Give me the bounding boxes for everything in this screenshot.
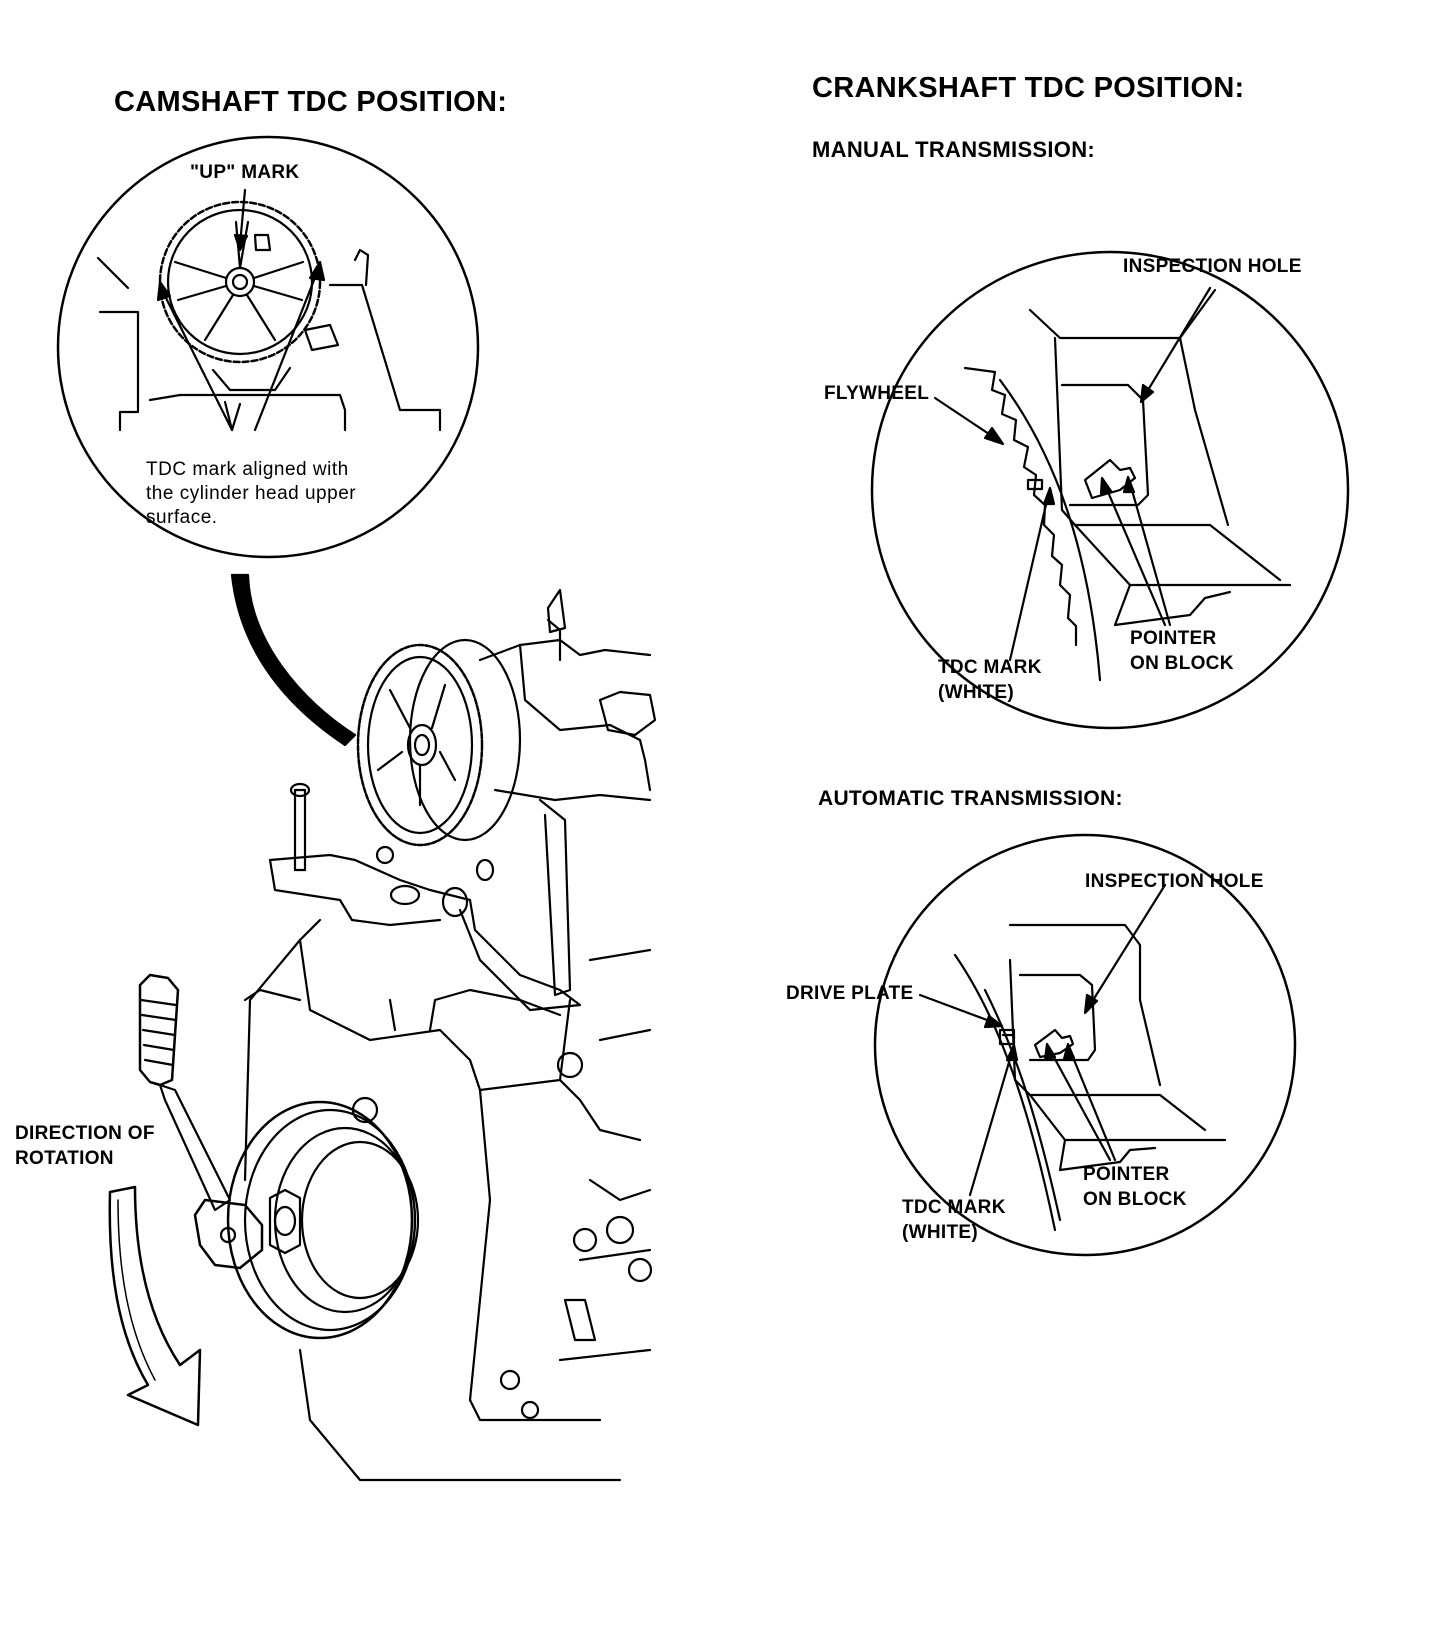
crankshaft-title: CRANKSHAFT TDC POSITION: [812, 72, 1245, 104]
manual-tdc-mark-line2: (WHITE) [938, 682, 1014, 703]
automatic-transmission-title: AUTOMATIC TRANSMISSION: [818, 787, 1123, 810]
automatic-detail-circle [873, 833, 1297, 1257]
tdc-note-line3: surface. [146, 507, 218, 528]
manual-transmission-title: MANUAL TRANSMISSION: [812, 137, 1096, 162]
cam-gear-detail [158, 200, 322, 392]
engine-cam-gear [356, 638, 522, 847]
crank-pulley [226, 1100, 420, 1340]
manual-pointer-line1: POINTER [1130, 628, 1217, 649]
up-mark-label: "UP" MARK [190, 162, 300, 183]
engine-illustration [108, 588, 657, 1482]
automatic-inspection-hole-label: INSPECTION HOLE [1085, 871, 1264, 892]
detail-connector [230, 573, 357, 747]
manual-pointer-line2: ON BLOCK [1130, 653, 1234, 674]
drive-plate-label: DRIVE PLATE [786, 983, 914, 1004]
flywheel-label: FLYWHEEL [824, 383, 930, 404]
automatic-tdc-mark-line2: (WHITE) [902, 1222, 978, 1243]
automatic-tdc-mark-line1: TDC MARK [902, 1197, 1006, 1218]
manual-tdc-mark-line1: TDC MARK [938, 657, 1042, 678]
rotation-arrow [108, 1185, 202, 1427]
automatic-pointer-line2: ON BLOCK [1083, 1189, 1187, 1210]
tdc-note-line1: TDC mark aligned with [146, 459, 349, 480]
camshaft-title: CAMSHAFT TDC POSITION: [114, 86, 508, 118]
manual-inspection-hole-label: INSPECTION HOLE [1123, 256, 1302, 277]
automatic-pointer-line1: POINTER [1083, 1164, 1170, 1185]
tdc-note-line2: the cylinder head upper [146, 483, 357, 504]
manual-detail-circle [870, 250, 1350, 730]
camshaft-detail-circle [56, 135, 480, 559]
direction-label-line1: DIRECTION OF [15, 1123, 155, 1144]
direction-label-line2: ROTATION [15, 1148, 114, 1169]
wrench [138, 973, 264, 1270]
